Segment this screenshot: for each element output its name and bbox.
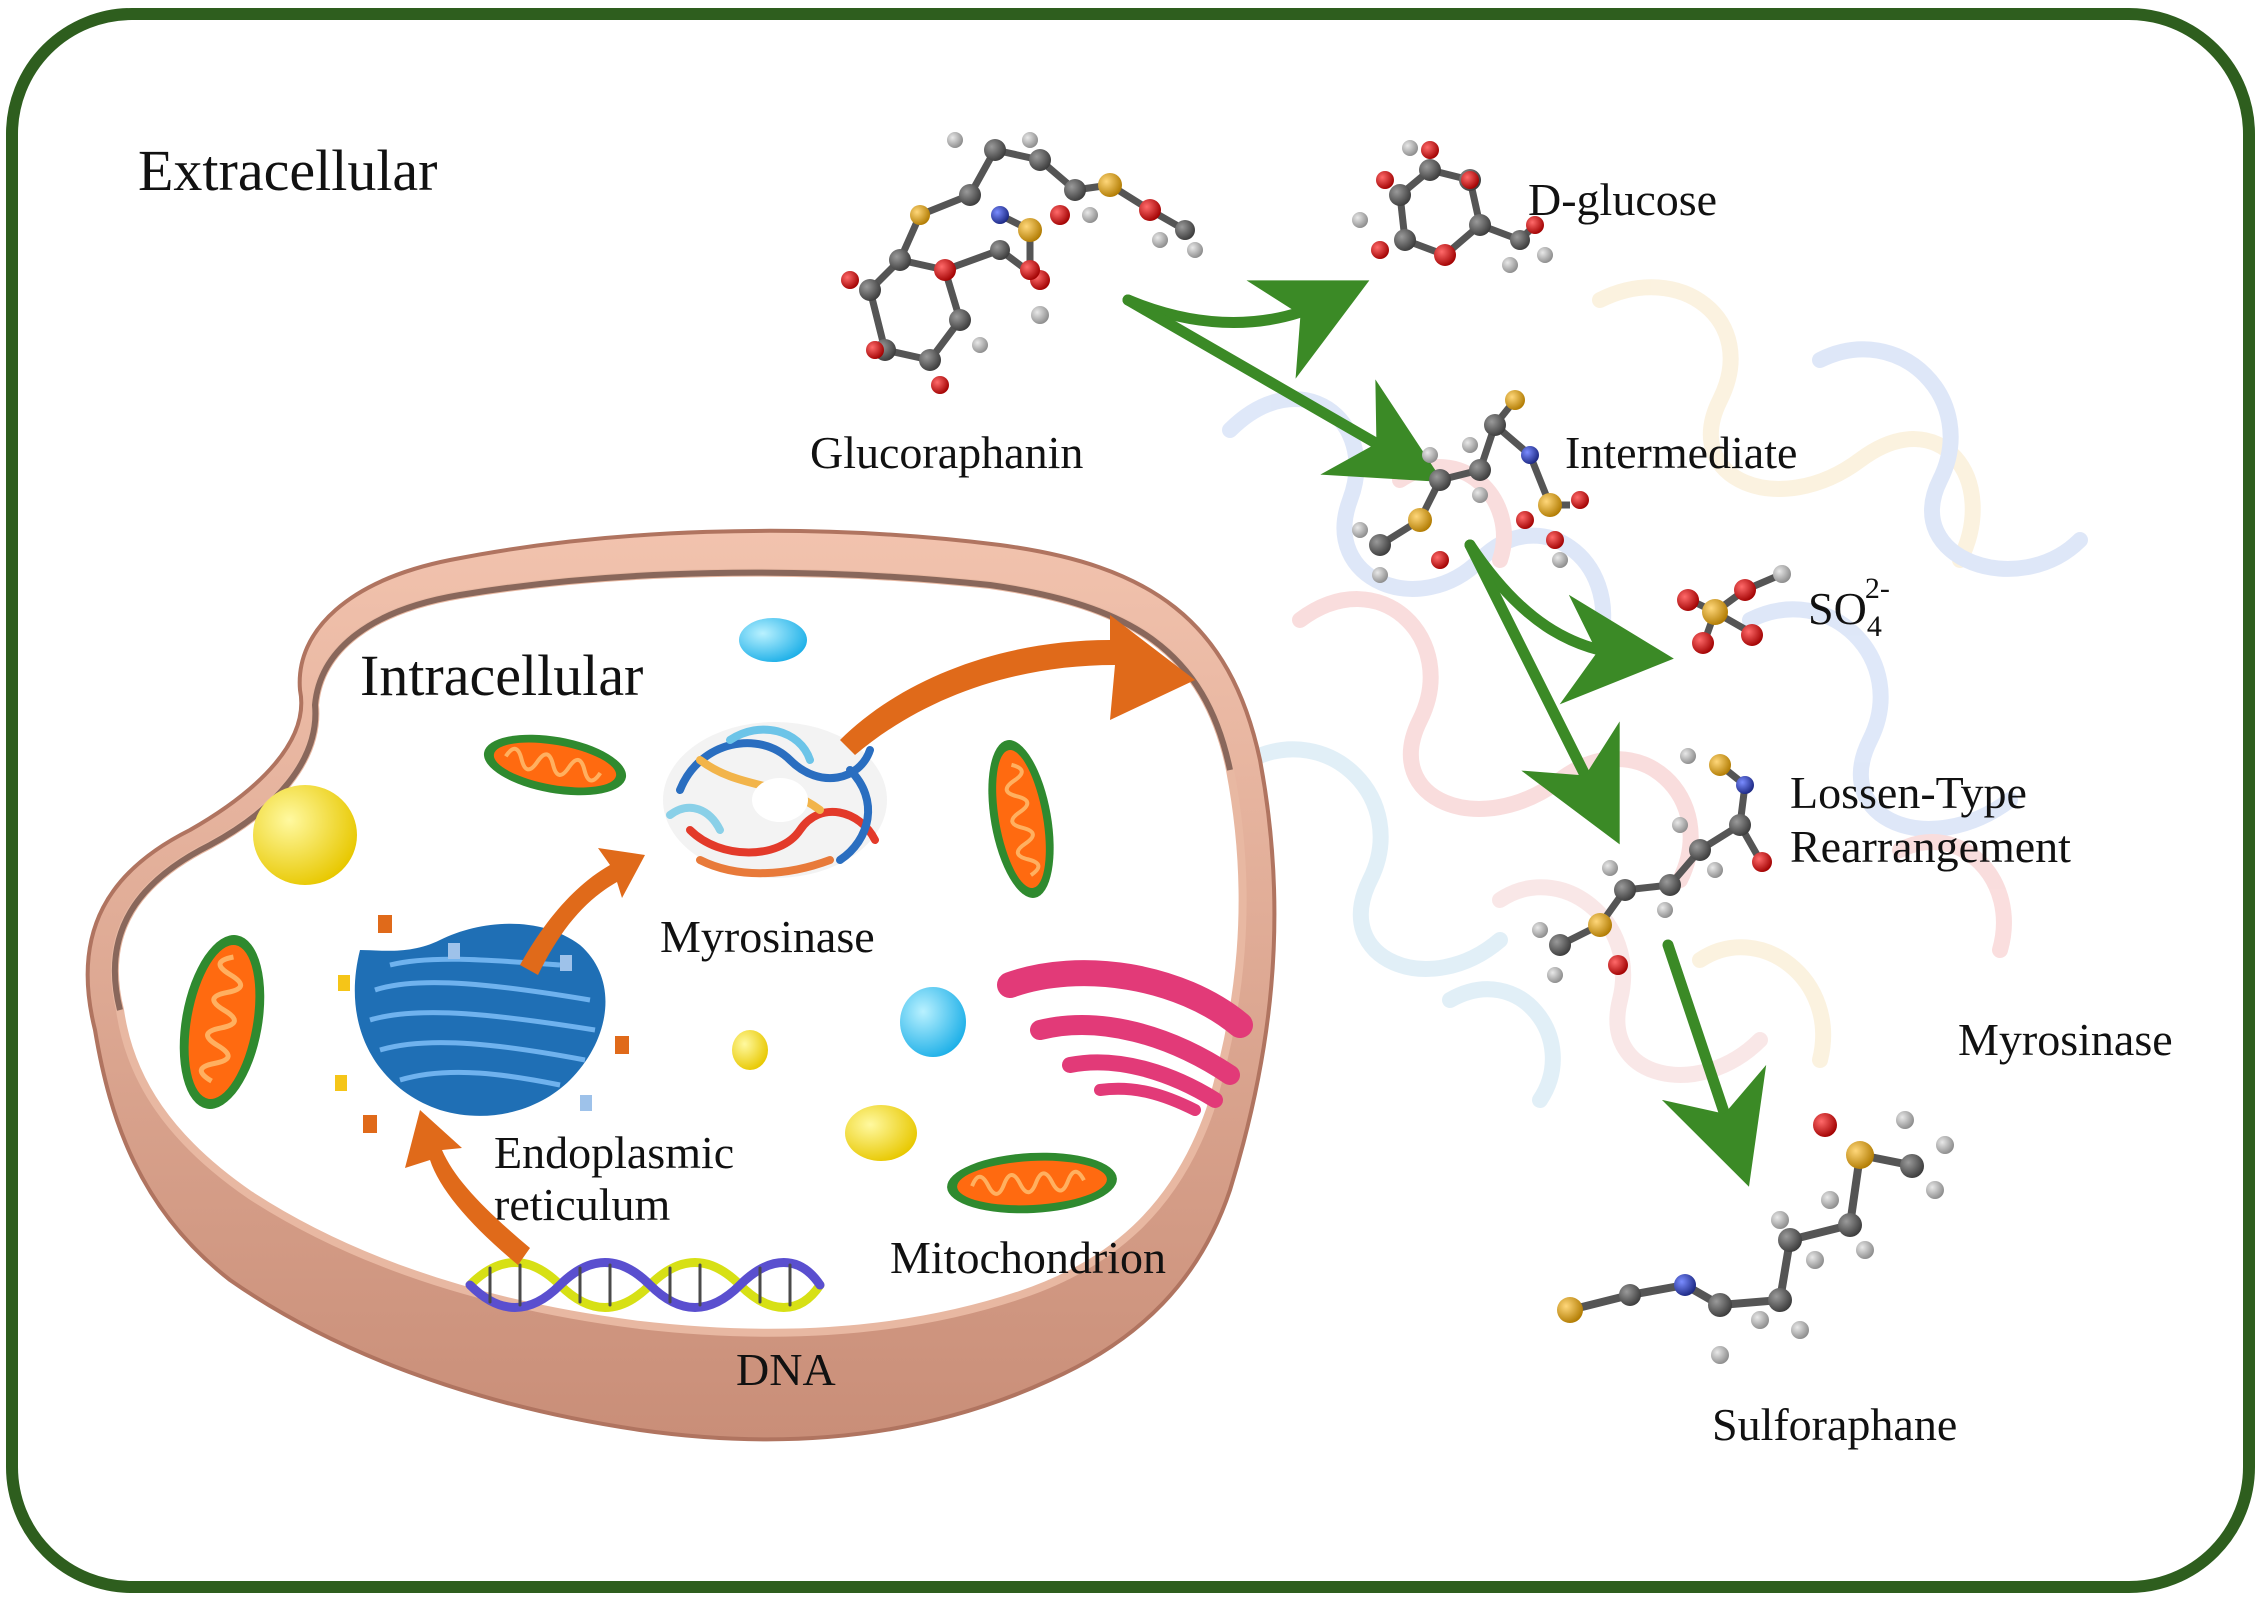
vesicles (253, 618, 966, 1161)
glucoraphanin-label: Glucoraphanin (810, 427, 1083, 478)
vesicle-yellow-bottom (845, 1105, 917, 1161)
mitochondrion-left (179, 935, 265, 1109)
lossen-atoms (1532, 748, 1772, 983)
myrosinase-inner-label: Myrosinase (660, 911, 875, 962)
er-label-line1: Endoplasmic (494, 1127, 734, 1178)
extracellular-label: Extracellular (138, 138, 438, 203)
vesicle-yellow-small (732, 1030, 768, 1070)
sulfate-atoms (1677, 565, 1791, 654)
cell (85, 528, 1277, 1442)
er-label-line2: reticulum (494, 1179, 670, 1230)
arrow-intermediate-to-lossen (1464, 539, 1620, 845)
d-glucose-label: D-glucose (1528, 174, 1717, 225)
endoplasmic-reticulum (335, 915, 629, 1133)
vesicle-yellow-left (253, 785, 357, 885)
myrosinase-protein (663, 722, 887, 878)
vesicle-blue-top (739, 618, 807, 662)
cell-membrane-rim (111, 569, 1233, 1011)
sulfate-label: SO42- (1808, 572, 1890, 643)
d-glucose-atoms (1352, 140, 1553, 273)
glucoraphanin-atoms (841, 132, 1203, 394)
myrosinase-enzyme-label: Myrosinase (1958, 1014, 2173, 1065)
sulfate-superscript: 2- (1865, 572, 1890, 605)
mitochondrion-top (483, 734, 627, 796)
arrow-lossen-to-sulforaphane (1661, 939, 1767, 1187)
reaction-arrows (1122, 280, 1767, 1187)
mitochondrion-label: Mitochondrion (890, 1232, 1166, 1283)
sulforaphane-atoms (1557, 1111, 1954, 1364)
lossen-label-line1: Lossen-Type (1790, 767, 2027, 818)
intermediate-atoms (1352, 390, 1589, 583)
golgi-apparatus (997, 960, 1253, 1116)
arrow-er-to-myrosinase (520, 848, 645, 975)
synthesis-arrows (405, 615, 1195, 1265)
intermediate-label: Intermediate (1565, 427, 1797, 478)
lossen-label-line2: Rearrangement (1790, 821, 2071, 872)
arrow-glucoraphanin-to-intermediate (1122, 294, 1444, 483)
arrow-myrosinase-to-extracellular (840, 615, 1195, 755)
sulfate-subscript: 4 (1867, 610, 1882, 643)
mitochondrion-bottom (947, 1152, 1117, 1214)
vesicle-blue-middle (900, 987, 966, 1057)
arrow-dna-to-er (405, 1110, 530, 1265)
sulforaphane-label: Sulforaphane (1712, 1399, 1957, 1450)
mitochondrion-right (988, 740, 1054, 898)
dna-helix (465, 1258, 825, 1312)
dna-label: DNA (736, 1344, 836, 1395)
intracellular-label: Intracellular (360, 643, 643, 708)
